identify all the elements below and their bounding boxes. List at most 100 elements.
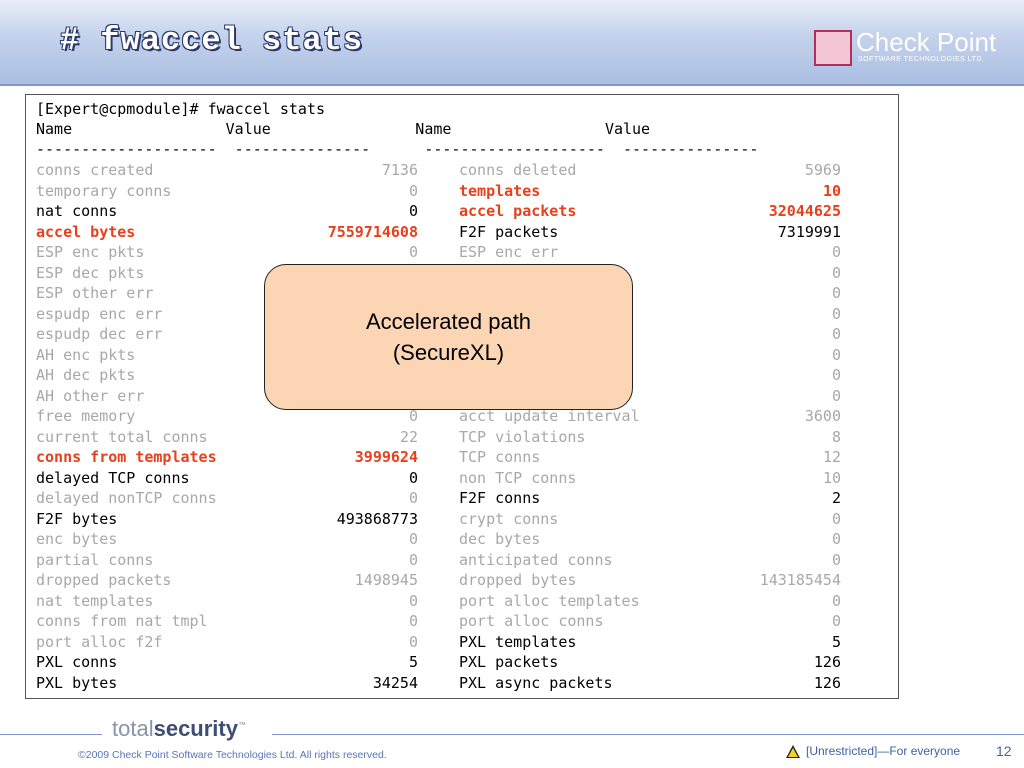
stat-name-left: partial conns	[36, 550, 154, 569]
stat-name-right: dec bytes	[459, 530, 541, 548]
stat-name-right: port alloc conns	[459, 612, 604, 630]
stat-name-right: ESP enc err	[459, 243, 559, 261]
stat-value-right: 0	[831, 325, 841, 343]
stat-value-left: 0	[408, 407, 418, 425]
accelerated-path-callout: Accelerated path (SecureXL)	[264, 264, 633, 410]
stat-value-right: 0	[831, 263, 841, 282]
classification-label: [Unrestricted]—For everyone	[806, 744, 961, 758]
stat-name-left: espudp enc err	[36, 304, 163, 323]
logo-name: Check Point	[856, 27, 997, 57]
stat-name-left: delayed nonTCP conns	[36, 489, 217, 507]
stat-name-right: PXL templates	[459, 632, 577, 651]
stat-name-right: F2F packets	[459, 222, 559, 241]
footer-divider-right	[272, 734, 1024, 735]
table-row: accel bytes 7559714608 F2F packets 7319991	[26, 222, 898, 242]
stat-value-right: 0	[831, 591, 841, 610]
stat-value-left: 22	[399, 427, 418, 446]
stat-value-left: 1498945	[354, 571, 418, 589]
column-header: Name Value Name Value	[36, 120, 651, 138]
stat-value-right: 10	[822, 181, 841, 200]
stat-value-left: 7559714608	[327, 222, 418, 241]
stat-name-left: F2F bytes	[36, 509, 118, 528]
stat-name-left: nat templates	[36, 591, 154, 610]
brand-light: total	[112, 716, 154, 741]
stat-value-left: 493868773	[336, 509, 418, 528]
stat-value-left: 0	[408, 468, 418, 487]
stat-name-left: dropped packets	[36, 571, 172, 589]
callout-line-1: Accelerated path	[365, 309, 532, 334]
stat-value-right: 7319991	[777, 222, 841, 241]
table-row: espudp dec err 0	[26, 324, 898, 344]
copyright-text: ©2009 Check Point Software Technologies …	[78, 749, 387, 761]
stat-value-right: 0	[831, 366, 841, 384]
stat-value-left: 0	[408, 243, 418, 261]
stat-name-right: conns deleted	[459, 161, 577, 179]
warning-icon	[786, 745, 800, 758]
stat-name-left: PXL bytes	[36, 673, 118, 692]
table-row: port alloc f2f 0 PXL templates 5	[26, 632, 898, 652]
brand-tm: ™	[237, 720, 246, 730]
logo-mark-icon	[814, 30, 852, 66]
header-divider: -------------------- --------------- ---…	[36, 140, 759, 158]
callout-line-2: (SecureXL)	[392, 340, 505, 365]
stat-value-left: 0	[408, 632, 418, 651]
stat-name-left: delayed TCP conns	[36, 468, 190, 487]
stat-value-left: 0	[408, 530, 418, 548]
slide-title: # fwaccel stats	[60, 22, 364, 59]
stat-value-right: 10	[822, 468, 841, 487]
stat-value-left: 5	[408, 653, 418, 671]
stat-value-right: 126	[813, 653, 841, 671]
stat-value-right: 0	[831, 612, 841, 630]
stat-name-right: port alloc templates	[459, 591, 640, 610]
stat-value-right: 2	[831, 489, 841, 507]
page-number: 12	[996, 743, 1012, 759]
stat-value-right: 126	[813, 673, 841, 692]
stat-value-right: 5	[831, 632, 841, 651]
table-row: AH dec pkts 0	[26, 365, 898, 385]
stat-name-left: enc bytes	[36, 530, 118, 548]
stat-name-right: non TCP conns	[459, 468, 577, 487]
stat-value-right: 0	[831, 550, 841, 569]
stat-value-right: 143185454	[759, 571, 841, 589]
stat-value-left: 3999624	[354, 448, 418, 466]
stat-name-left: accel bytes	[36, 222, 136, 241]
stat-name-left: PXL conns	[36, 653, 118, 671]
stat-name-left: conns from templates	[36, 448, 217, 466]
logo-subtitle: SOFTWARE TECHNOLOGIES LTD.	[858, 56, 985, 63]
stat-value-right: 32044625	[768, 202, 841, 220]
stat-name-right: acct update interval	[459, 407, 640, 425]
brand-bold: security	[153, 716, 238, 741]
stat-name-left: AH other err	[36, 386, 145, 405]
stat-name-right: accel packets	[459, 202, 577, 220]
stat-name-right: templates	[459, 181, 541, 200]
stat-name-left: espudp dec err	[36, 325, 163, 343]
stat-value-right: 12	[822, 448, 841, 466]
stat-name-right: F2F conns	[459, 489, 541, 507]
stat-value-left: 0	[408, 612, 418, 630]
stat-value-left: 0	[408, 550, 418, 569]
stat-name-left: port alloc f2f	[36, 632, 163, 651]
stat-name-left: free memory	[36, 407, 136, 425]
stat-value-left: 34254	[372, 673, 418, 692]
stat-name-right: PXL async packets	[459, 673, 613, 692]
stat-value-right: 0	[831, 284, 841, 302]
stat-name-left: AH dec pkts	[36, 366, 136, 384]
stat-value-right: 8	[831, 427, 841, 446]
